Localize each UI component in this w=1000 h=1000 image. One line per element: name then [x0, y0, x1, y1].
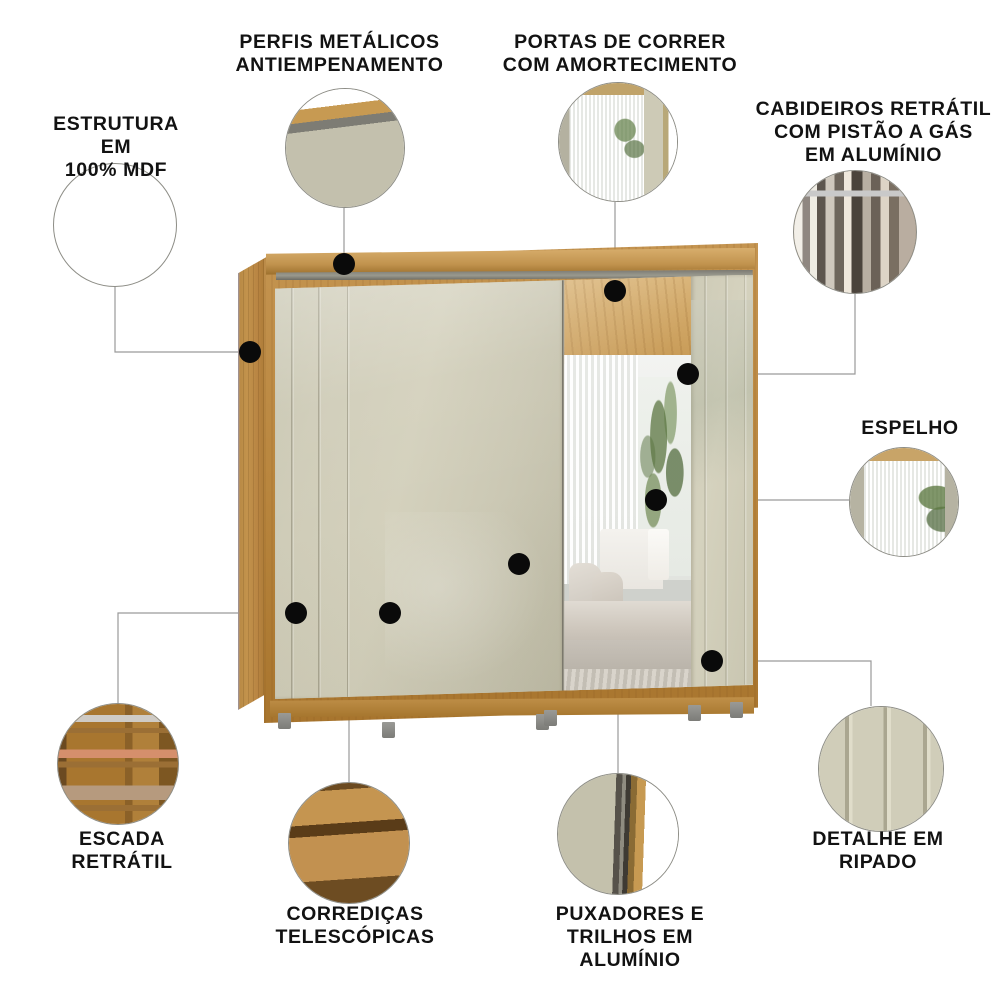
wardrobe-product-image [238, 243, 758, 738]
hotspot-dot-estrutura-mdf[interactable] [239, 341, 261, 363]
callout-label-cabideiros-retratil: CABIDEIROS RETRÁTIL COM PISTÃO A GÁS EM … [755, 98, 992, 166]
sliding-door-right [691, 274, 754, 689]
wardrobe-foot [278, 713, 291, 729]
detail-bubble-corredicas-telescopicas [288, 782, 410, 904]
reflected-bed-base [564, 639, 692, 674]
hotspot-dot-detalhe-ripado[interactable] [701, 650, 723, 672]
wardrobe-bottom-rail [270, 697, 755, 718]
wardrobe-foot [544, 710, 557, 726]
callout-label-espelho: ESPELHO [861, 417, 959, 439]
callout-label-estrutura-mdf: ESTRUTURA EM 100% MDF [53, 113, 179, 181]
reflected-bed [564, 601, 692, 644]
slatted-detail [691, 274, 754, 689]
detail-bubble-espelho [849, 447, 959, 557]
hotspot-dot-portas-de-correr[interactable] [604, 280, 626, 302]
reflected-lamp [647, 529, 670, 581]
hotspot-dot-puxadores-trilhos[interactable] [508, 553, 530, 575]
aluminium-handle-rail-icon [558, 774, 678, 894]
detail-bubble-cabideiros-retratil [793, 170, 917, 294]
metal-anti-warp-profile [276, 269, 753, 281]
callout-label-puxadores-trilhos: PUXADORES E TRILHOS EM ALUMÍNIO [555, 903, 705, 971]
gloss-reflection [275, 275, 565, 699]
slatted-detail [279, 275, 367, 699]
detail-bubble-portas-de-correr [558, 82, 678, 202]
metal-profile-top-rail-icon [286, 89, 404, 207]
sliding-door-left [275, 275, 565, 699]
reflected-rug [564, 669, 692, 692]
telescopic-drawer-slides-icon [289, 783, 409, 903]
callout-label-perfis-metalicos: PERFIS METÁLICOS ANTIEMPENAMENTO [235, 31, 444, 76]
mirror-gloss [564, 274, 692, 692]
detail-bubble-detalhe-ripado [818, 706, 944, 832]
callout-label-escada-retratil: ESCADA RETRÁTIL [71, 828, 173, 873]
wardrobe-edge-mdf-panel-icon [54, 164, 176, 286]
wardrobe-door-area [275, 274, 754, 699]
detail-bubble-escada-retratil [57, 703, 179, 825]
gloss-reflection [691, 300, 754, 521]
callout-label-detalhe-ripado: DETALHE EM RIPADO [812, 828, 944, 873]
wardrobe-foot [382, 722, 395, 738]
callout-label-portas-de-correr: PORTAS DE CORRER COM AMORTECIMENTO [502, 31, 738, 76]
wardrobe-front [264, 243, 758, 738]
hotspot-dot-escada-retratil[interactable] [285, 602, 307, 624]
hotspot-dot-cabideiros-retratil[interactable] [677, 363, 699, 385]
mirror-panel [564, 274, 692, 692]
hotspot-dot-corredicas-telescopicas[interactable] [379, 602, 401, 624]
hotspot-dot-perfis-metalicos[interactable] [333, 253, 355, 275]
pull-down-clothes-rail-icon [794, 171, 916, 293]
mirror-sliding-door-icon [559, 83, 677, 201]
slatted-door-detail-icon [819, 707, 943, 831]
pull-out-ladder-shelves-icon [58, 704, 178, 824]
wardrobe-foot [730, 702, 743, 718]
detail-bubble-puxadores-trilhos [557, 773, 679, 895]
hotspot-dot-espelho[interactable] [645, 489, 667, 511]
mirror-curtain-window-icon [850, 448, 958, 556]
gloss-reflection [384, 512, 565, 699]
callout-label-corredicas-telescopicas: CORREDIÇAS TELESCÓPICAS [275, 903, 435, 948]
detail-bubble-estrutura-mdf [53, 163, 177, 287]
wardrobe-foot [688, 705, 701, 721]
reflected-ceiling [564, 274, 692, 364]
detail-bubble-perfis-metalicos [285, 88, 405, 208]
